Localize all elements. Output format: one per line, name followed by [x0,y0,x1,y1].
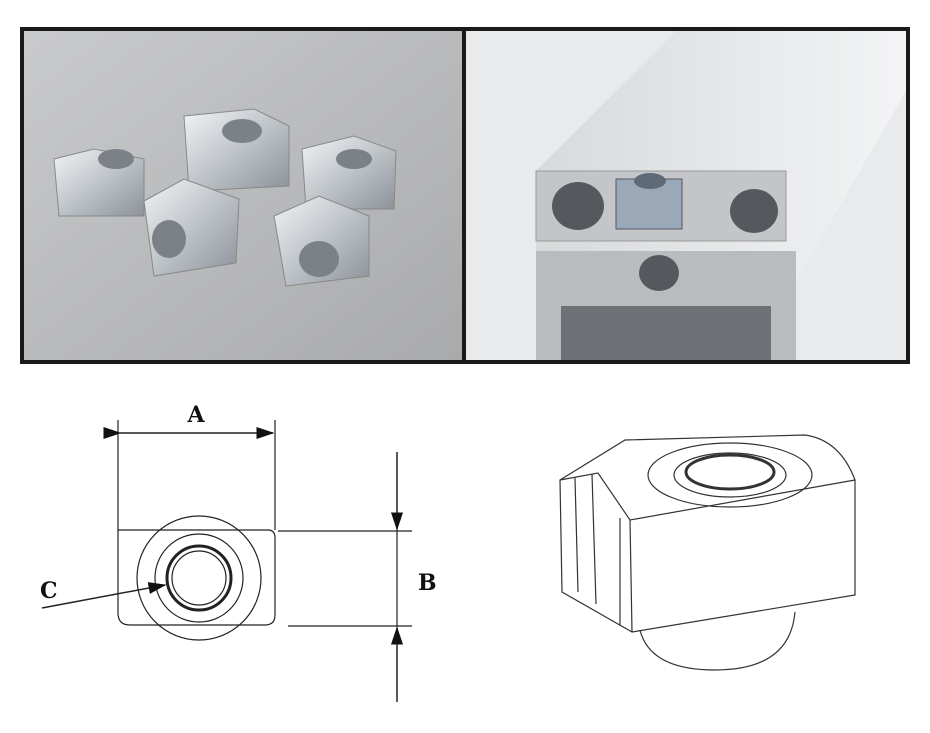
dimension-c-label: C [40,578,58,604]
t-nut-4 [143,178,240,277]
technical-drawing: A B C [0,370,930,729]
t-nut-3 [301,135,397,210]
isometric-view [559,434,856,671]
photo-frame [20,27,910,364]
dimension-b-label: B [418,570,437,596]
t-nuts-photo [24,31,462,360]
dimension-a-label: A [186,402,205,428]
t-nut-2 [183,108,290,192]
profile-photo [466,31,906,360]
t-nut-5 [273,195,370,287]
front-view [41,420,412,702]
t-nut-1 [53,148,145,217]
